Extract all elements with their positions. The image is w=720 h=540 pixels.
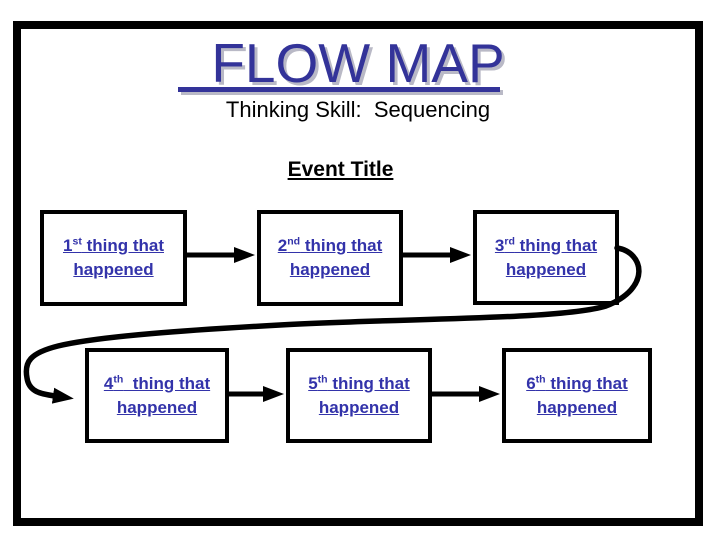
page-title: FLOW MAP: [211, 32, 505, 94]
event-title: Event Title: [287, 158, 394, 181]
title-underline: [178, 87, 500, 92]
slide-border: [13, 21, 703, 526]
subtitle: Thinking Skill: Sequencing: [225, 97, 491, 122]
